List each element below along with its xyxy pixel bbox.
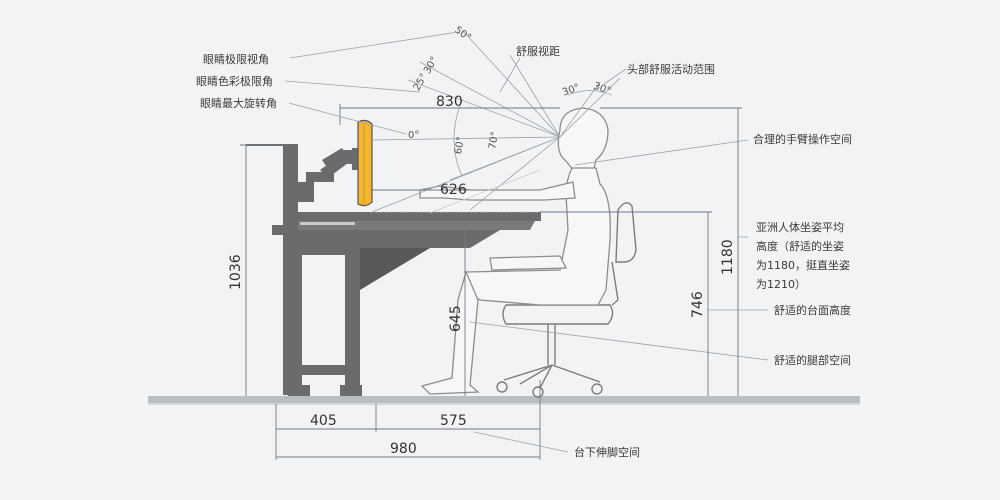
label-asian-sitting-height-4: 为1210）	[756, 278, 806, 291]
dim-arm-reach: 626	[440, 182, 467, 198]
label-asian-sitting-height-2: 高度（舒适的坐姿	[756, 239, 844, 253]
label-eye-limit-view-angle: 眼睛极限视角	[203, 52, 269, 66]
label-asian-sitting-height-3: 为1180，挺直坐姿	[756, 258, 850, 272]
dim-depth-right: 575	[440, 413, 467, 429]
label-eye-color-limit-angle: 眼睛色彩极限角	[196, 74, 273, 88]
desk-top	[283, 212, 541, 221]
monitor	[357, 119, 373, 207]
dim-view-distance: 830	[436, 94, 463, 110]
angle-25: 25°	[412, 72, 430, 93]
angle-60: 60°	[453, 136, 467, 155]
chair	[496, 202, 637, 398]
head-angle-right: 30°	[592, 81, 612, 97]
monitor-arm	[298, 148, 360, 202]
label-comfort-leg-space: 舒适的腿部空间	[774, 353, 851, 367]
horizontal-dimensions: 405 575 980 台下伸脚空间	[275, 380, 640, 460]
right-callouts: 合理的手臂操作空间 亚洲人体坐姿平均 高度（舒适的坐姿 为1180，挺直坐姿 为…	[469, 132, 852, 367]
dim-leg-height: 645	[448, 305, 464, 332]
dim-sitting-height: 1180	[720, 239, 736, 275]
angle-50: 50°	[452, 25, 473, 44]
angle-0: 0°	[408, 130, 419, 141]
top-callouts: 舒服视距 头部舒服活动范围	[499, 44, 715, 93]
dim-depth-total: 980	[390, 441, 417, 457]
label-arm-operation-space: 合理的手臂操作空间	[753, 132, 852, 146]
left-callouts: 眼睛极限视角 眼睛色彩极限角 眼睛最大旋转角	[196, 31, 459, 135]
top-dimensions: 830 626	[436, 94, 467, 198]
label-asian-sitting-height-1: 亚洲人体坐姿平均	[756, 220, 844, 234]
dim-depth-left: 405	[310, 413, 337, 429]
floor	[148, 396, 860, 405]
seated-person	[419, 107, 611, 395]
label-comfort-desk-height: 舒适的台面高度	[774, 303, 851, 317]
label-comfort-view-distance: 舒服视距	[516, 44, 560, 58]
label-head-comfort-range: 头部舒服活动范围	[627, 62, 715, 76]
angle-30: 30°	[422, 55, 440, 76]
dim-table-height: 746	[690, 291, 706, 318]
vertical-dimensions: 1036 1180 746 645	[228, 107, 742, 396]
head-angle-left: 30°	[561, 82, 581, 98]
label-under-desk-foot-space: 台下伸脚空间	[574, 445, 640, 459]
angle-70: 70°	[487, 131, 501, 150]
sight-lines	[339, 29, 621, 214]
desk	[246, 144, 541, 396]
label-eye-max-rotation-angle: 眼睛最大旋转角	[200, 96, 277, 110]
dim-desk-height: 1036	[228, 254, 244, 290]
